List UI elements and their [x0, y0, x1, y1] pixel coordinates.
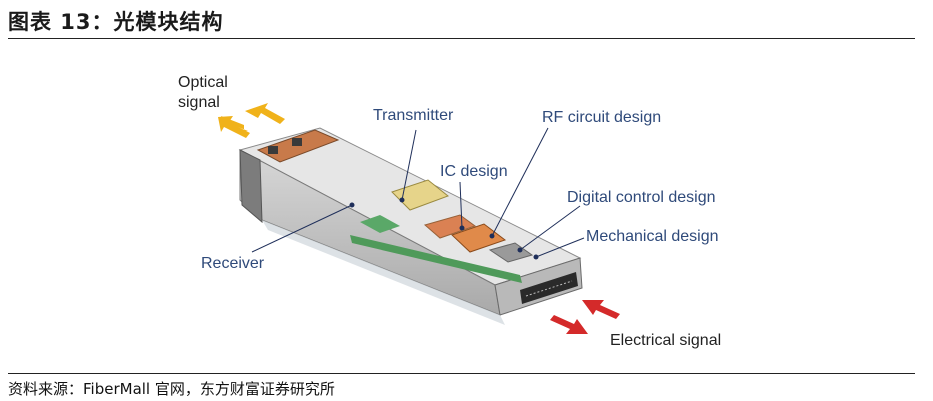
rf-circuit-label: RF circuit design	[542, 109, 661, 126]
transmitter-label: Transmitter	[373, 107, 454, 124]
leader-lines	[251, 127, 585, 260]
electrical-signal-arrows	[550, 300, 620, 334]
transmitter-component	[391, 179, 450, 211]
electrical-arrow-in	[582, 300, 620, 319]
top-divider	[8, 38, 915, 39]
figure-title: 图表 13：光模块结构	[8, 10, 224, 34]
source-note: 资料来源：FiberMall 官网，东方财富证券研究所	[8, 380, 335, 398]
electrical-arrow-out	[550, 315, 588, 334]
optical-signal-label-line2: signal	[178, 94, 220, 111]
optical-module-diagram: Optical signal Transmitter RF circuit de…	[178, 74, 721, 349]
receiver-label: Receiver	[201, 255, 265, 272]
ic-design-label: IC design	[440, 163, 508, 180]
optical-signal-arrows	[218, 103, 285, 138]
ic-chip	[451, 223, 507, 253]
module-body	[238, 127, 583, 325]
optical-signal-label-line1: Optical	[178, 74, 228, 91]
optical-arrow-out	[245, 103, 285, 124]
mechanical-label: Mechanical design	[586, 228, 719, 245]
digital-control-label: Digital control design	[567, 189, 716, 206]
bottom-divider	[8, 373, 915, 374]
electrical-signal-label: Electrical signal	[610, 332, 721, 349]
circuit-board	[350, 235, 522, 283]
